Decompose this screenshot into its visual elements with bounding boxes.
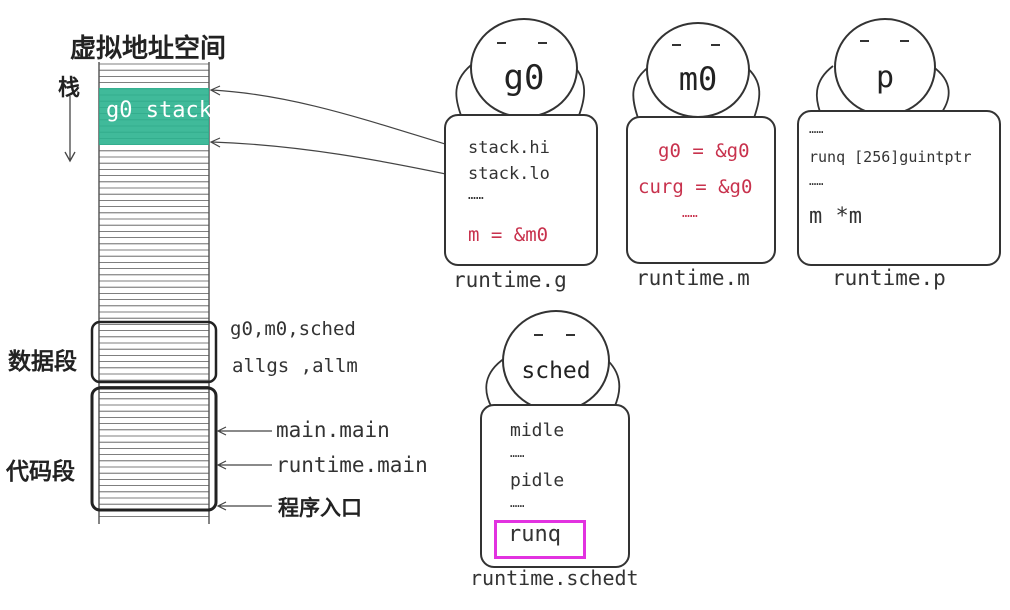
- runtime-schedt-caption: runtime.schedt: [470, 566, 639, 590]
- code-item-entry: 程序入口: [278, 496, 362, 520]
- runtime-schedt-box: midle …… pidle …… runq: [480, 404, 630, 568]
- eye-icon: [711, 44, 720, 46]
- data-segment-label: 数据段: [8, 349, 77, 375]
- sched-field-ellipsis-2: ……: [510, 496, 525, 510]
- memory-title: 虚拟地址空间: [70, 34, 227, 64]
- p-avatar: p: [834, 18, 936, 116]
- sched-field-midle: midle: [510, 420, 565, 441]
- m-field-ellipsis: ……: [682, 206, 698, 221]
- runtime-g-box: stack.hi stack.lo …… m = &m0: [444, 114, 598, 266]
- code-item-runtime-main: runtime.main: [276, 453, 428, 477]
- m0-avatar-name: m0: [678, 60, 718, 98]
- m0-avatar: m0: [646, 22, 750, 118]
- g0-stack-label: g0 stack: [106, 98, 212, 123]
- g-field-m: m = &m0: [468, 224, 549, 246]
- stack-hi-arrow: [211, 89, 466, 151]
- code-segment-outline: [90, 386, 218, 512]
- stack-lo-arrowhead: [209, 137, 221, 148]
- sched-avatar-name: sched: [521, 358, 591, 384]
- m-field-g0: g0 = &g0: [658, 140, 750, 162]
- p-field-ellipsis-top: ……: [809, 122, 824, 136]
- runtime-p-caption: runtime.p: [832, 266, 946, 290]
- eye-icon: [538, 42, 547, 44]
- stack-lo-arrow: [211, 141, 466, 179]
- stack-hi-arrowhead: [209, 85, 221, 96]
- data-item-1: g0,m0,sched: [230, 318, 356, 340]
- code-segment-label: 代码段: [6, 459, 75, 485]
- runtime-main-arrow: [216, 460, 272, 470]
- g0-stack-block: [99, 88, 209, 145]
- code-item-main-main: main.main: [276, 418, 390, 442]
- sched-field-ellipsis-1: ……: [510, 446, 525, 460]
- stack-growth-arrowhead: [64, 151, 76, 163]
- runtime-m-caption: runtime.m: [636, 266, 750, 290]
- g-field-ellipsis: ……: [468, 188, 484, 203]
- stack-label: 栈: [58, 76, 81, 101]
- eye-icon: [497, 42, 506, 44]
- runtime-p-box: …… runq [256]guintptr …… m *m: [797, 110, 1001, 266]
- data-segment-outline: [90, 320, 218, 384]
- entry-arrow: [216, 501, 272, 511]
- main-main-arrow: [216, 426, 272, 436]
- g-field-stack-hi: stack.hi: [468, 138, 550, 158]
- p-field-m: m *m: [809, 204, 862, 229]
- p-avatar-name: p: [875, 60, 895, 95]
- p-field-ellipsis-mid: ……: [809, 174, 824, 188]
- g0-avatar-name: g0: [503, 58, 545, 98]
- g0-avatar: g0: [470, 18, 578, 118]
- sched-avatar: sched: [502, 310, 610, 412]
- sched-field-runq: runq: [508, 522, 561, 547]
- m-field-curg: curg = &g0: [638, 176, 753, 198]
- runtime-m-box: g0 = &g0 curg = &g0 ……: [626, 116, 776, 264]
- data-item-2: allgs ,allm: [232, 355, 358, 377]
- eye-icon: [900, 40, 909, 42]
- eye-icon: [534, 334, 543, 336]
- p-field-runq: runq [256]guintptr: [809, 148, 972, 166]
- eye-icon: [672, 44, 681, 46]
- sched-field-pidle: pidle: [510, 470, 565, 491]
- runtime-g-caption: runtime.g: [453, 268, 567, 292]
- g-field-stack-lo: stack.lo: [468, 164, 550, 184]
- eye-icon: [566, 334, 575, 336]
- runq-highlight: [494, 520, 586, 559]
- eye-icon: [860, 40, 869, 42]
